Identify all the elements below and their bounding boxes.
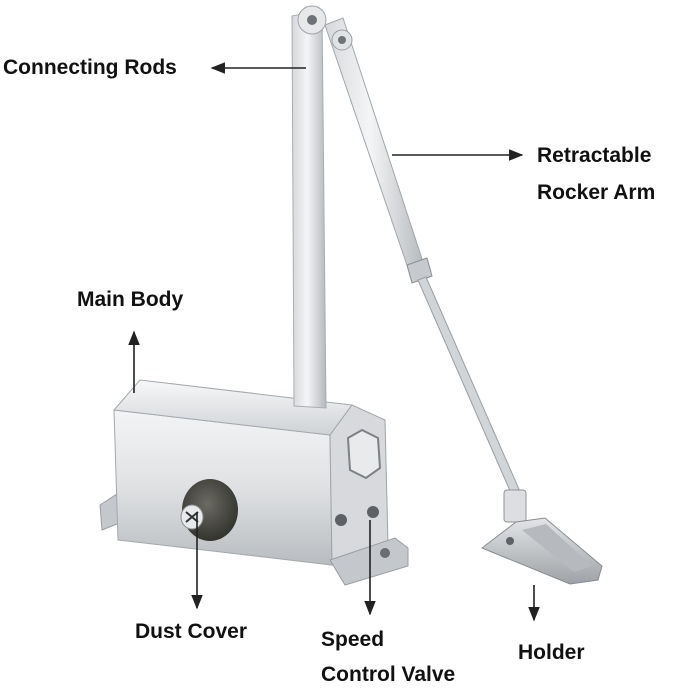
flange-hole [380,548,390,558]
holder-hole [506,537,514,545]
rocker-joint-pin [338,36,346,44]
main-body-end [329,404,389,566]
rocker-joint-bottom [503,489,527,523]
label-dust-cover: Dust Cover [135,620,248,643]
holder-inner [522,524,592,572]
callout-arrows [128,62,540,622]
rocker-arm-lower [417,276,523,501]
label-holder: Holder [518,641,585,664]
rocker-arm-upper [324,17,426,275]
valve-hole-2 [367,506,379,518]
rod-joint-pin [307,15,317,25]
connecting-rod [291,9,327,409]
valve-hole-1 [335,514,347,526]
label-rocker-arm: Rocker Arm [537,181,656,204]
label-control-valve: Control Valve [321,663,456,686]
label-connecting-rods: Connecting Rods [3,56,177,79]
cross-screw-icon [185,511,199,523]
hex-spindle [346,428,382,480]
label-speed: Speed [321,628,385,651]
label-retractable: Retractable [537,144,652,167]
label-main-body: Main Body [77,288,184,311]
